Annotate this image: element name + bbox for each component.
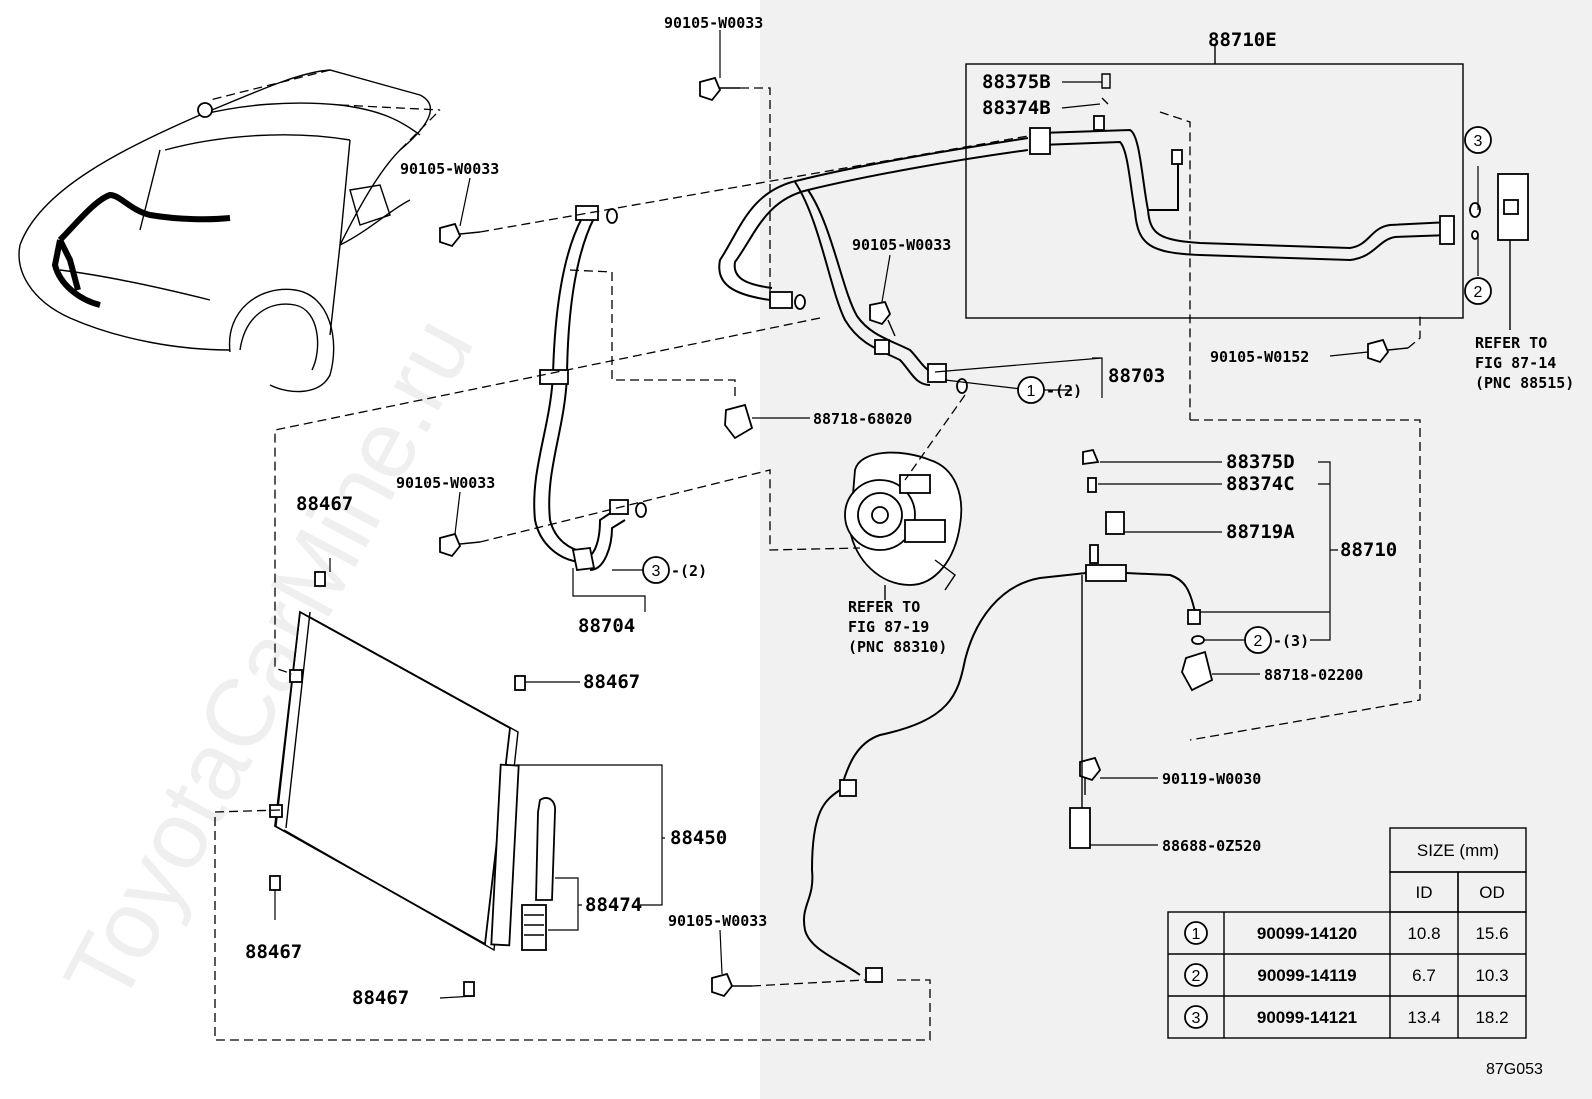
bolt-top: [699, 76, 740, 102]
svg-text:(PNC 88310): (PNC 88310): [848, 638, 947, 656]
col-id: ID: [1416, 883, 1433, 902]
label-bolt-center: 90105-W0033: [852, 236, 951, 254]
label-88718-02200: 88718-02200: [1264, 666, 1363, 684]
label-88375b: 88375B: [982, 71, 1051, 93]
hose-88704: [533, 205, 647, 571]
label-88374b: 88374B: [982, 97, 1051, 119]
svg-text:15.6: 15.6: [1475, 924, 1508, 943]
callout-2-right: 2: [1464, 277, 1492, 305]
callout-3-right: 3: [1464, 126, 1492, 154]
table-row: 3 90099-14121 13.4 18.2: [1184, 1005, 1509, 1029]
svg-text:FIG 87-19: FIG 87-19: [848, 618, 929, 636]
car-sketch-icon: [18, 69, 441, 393]
callout-2-mid: 2: [1244, 626, 1272, 654]
label-88718-68020: 88718-68020: [813, 410, 912, 428]
svg-text:REFER TO: REFER TO: [848, 598, 920, 616]
size-header: SIZE (mm): [1417, 841, 1499, 860]
svg-text:90099-14120: 90099-14120: [1257, 924, 1357, 943]
label-88374c: 88374C: [1226, 473, 1295, 495]
svg-text:6.7: 6.7: [1412, 966, 1436, 985]
bolt-left: [439, 222, 481, 248]
svg-text:18.2: 18.2: [1475, 1008, 1508, 1027]
svg-text:90099-14119: 90099-14119: [1257, 966, 1356, 985]
callout-3-left: 3: [642, 556, 670, 584]
svg-text:90099-14121: 90099-14121: [1257, 1008, 1357, 1027]
table-row: 2 90099-14119 6.7 10.3: [1184, 963, 1509, 987]
figure-code: 87G053: [1486, 1061, 1543, 1078]
svg-text:REFER TO: REFER TO: [1475, 334, 1547, 352]
table-row: 1 90099-14120 10.8 15.6: [1184, 921, 1509, 945]
bolt-mid: [439, 532, 481, 558]
bolt-center: [869, 300, 896, 337]
pipe-88710e: [1029, 73, 1455, 262]
hose-88703: [718, 137, 1029, 394]
bolt-bottom: [711, 972, 752, 998]
svg-text:FIG 87-14: FIG 87-14: [1475, 354, 1556, 372]
leader-lines: [274, 30, 1479, 999]
tube-88710: [803, 448, 1214, 983]
expansion-valve: [1469, 173, 1529, 330]
svg-text:1: 1: [1192, 926, 1201, 943]
label-88467-c: 88467: [245, 941, 302, 963]
label-88704: 88704: [578, 615, 635, 637]
ref-valve: REFER TO FIG 87-14 (PNC 88515): [1475, 334, 1574, 392]
condenser-88450: [269, 571, 526, 997]
label-88719a: 88719A: [1226, 521, 1295, 543]
svg-text:2: 2: [1474, 284, 1483, 301]
svg-text:2: 2: [1192, 968, 1201, 985]
label-bolt-left: 90105-W0033: [400, 160, 499, 178]
svg-text:(PNC 88515): (PNC 88515): [1475, 374, 1574, 392]
label-sub-1: -(2): [1046, 382, 1082, 400]
label-88467-d: 88467: [352, 987, 409, 1009]
label-sub-3: -(2): [671, 562, 707, 580]
label-88688-0z520: 88688-0Z520: [1162, 837, 1261, 855]
svg-text:13.4: 13.4: [1407, 1008, 1440, 1027]
col-od: OD: [1479, 883, 1505, 902]
receiver-88474: [521, 797, 556, 951]
svg-text:3: 3: [652, 563, 661, 580]
label-88450: 88450: [670, 827, 727, 849]
label-88467-a: 88467: [296, 493, 353, 515]
svg-text:3: 3: [1474, 133, 1483, 150]
label-88710: 88710: [1340, 539, 1397, 561]
label-bolt-mid: 90105-W0033: [396, 474, 495, 492]
connector-88718-68020-icon: [724, 403, 754, 440]
size-table: SIZE (mm) ID OD 1 90099-14120 10.8 15.6 …: [1167, 827, 1527, 1039]
label-bolt-90119: 90119-W0030: [1162, 770, 1261, 788]
label-bolt-bottom: 90105-W0033: [668, 912, 767, 930]
svg-text:2: 2: [1254, 633, 1263, 650]
callout-1: 1: [1017, 376, 1045, 404]
dashed-leaders: [214, 87, 1421, 1041]
label-88710e: 88710E: [1208, 29, 1277, 51]
label-88703: 88703: [1108, 365, 1165, 387]
bolt-90119: [1079, 756, 1102, 795]
label-bolt-right: 90105-W0152: [1210, 348, 1309, 366]
label-sub-2: -(3): [1273, 632, 1309, 650]
label-88467-b: 88467: [583, 671, 640, 693]
bolt-right: [1367, 338, 1409, 364]
svg-text:10.3: 10.3: [1475, 966, 1508, 985]
label-88375d: 88375D: [1226, 451, 1295, 473]
ref-compressor: REFER TO FIG 87-19 (PNC 88310): [848, 598, 947, 656]
compressor-icon: [844, 394, 966, 600]
svg-text:10.8: 10.8: [1407, 924, 1440, 943]
svg-text:1: 1: [1027, 383, 1036, 400]
svg-text:3: 3: [1192, 1010, 1201, 1027]
label-bolt-top: 90105-W0033: [664, 14, 763, 32]
label-88474: 88474: [585, 894, 642, 916]
